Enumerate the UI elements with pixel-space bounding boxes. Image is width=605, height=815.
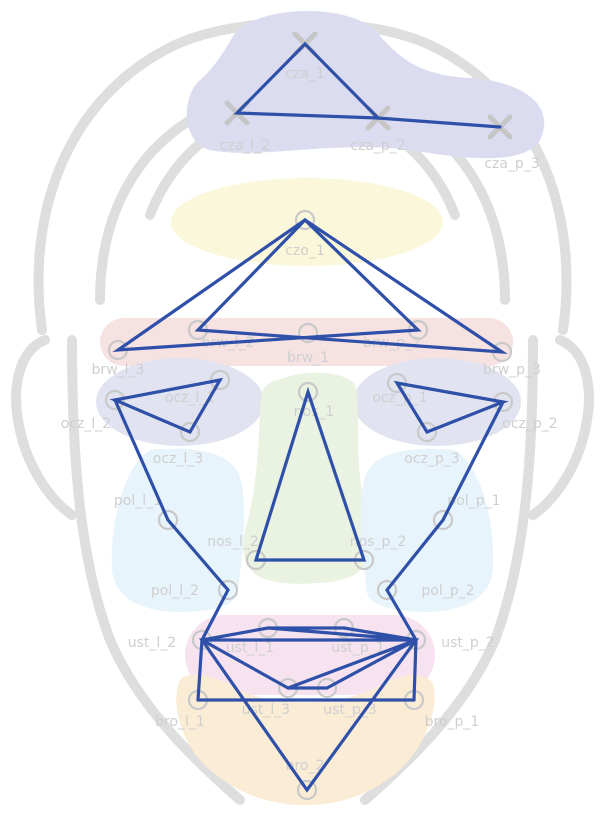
landmark-label-pol_l_2: pol_l_2 bbox=[151, 583, 199, 599]
landmark-label-ocz_p_2: ocz_p_2 bbox=[502, 416, 557, 432]
landmark-label-ust_l_2: ust_l_2 bbox=[128, 635, 176, 651]
landmark-label-bro_p_1: bro_p_1 bbox=[425, 714, 480, 730]
landmark-label-nos_l_2: nos_l_2 bbox=[207, 534, 259, 550]
landmark-label-ust_p_2: ust_p_2 bbox=[441, 635, 494, 651]
landmark-label-brw_1: brw_1 bbox=[287, 350, 329, 366]
connector-ust_p_2-bro_p_1 bbox=[414, 640, 416, 700]
landmark-label-brw_l_3: brw_l_3 bbox=[92, 362, 145, 378]
landmark-label-cza_l_2: cza_l_2 bbox=[220, 138, 270, 154]
landmark-label-ocz_p_1: ocz_p_1 bbox=[372, 390, 427, 406]
landmark-label-czo_1: czo_1 bbox=[285, 243, 325, 259]
landmark-label-cza_p_2: cza_p_2 bbox=[350, 138, 405, 154]
landmark-label-ocz_l_3: ocz_l_3 bbox=[153, 451, 203, 467]
landmark-label-ocz_p_3: ocz_p_3 bbox=[404, 451, 459, 467]
landmark-label-ust_l_3: ust_l_3 bbox=[242, 702, 290, 718]
landmark-label-ust_l_1: ust_l_1 bbox=[226, 640, 274, 656]
landmark-label-pol_l_1: pol_l_1 bbox=[114, 493, 162, 509]
landmark-label-brw_p_3: brw_p_3 bbox=[483, 362, 541, 378]
landmark-label-pol_p_2: pol_p_2 bbox=[421, 583, 474, 599]
landmark-label-cza_p_3: cza_p_3 bbox=[484, 156, 539, 172]
landmark-label-cza_1: cza_1 bbox=[285, 66, 325, 82]
landmark-label-bro_l_1: bro_l_1 bbox=[155, 714, 205, 730]
landmark-label-ocz_l_2: ocz_l_2 bbox=[61, 416, 111, 432]
